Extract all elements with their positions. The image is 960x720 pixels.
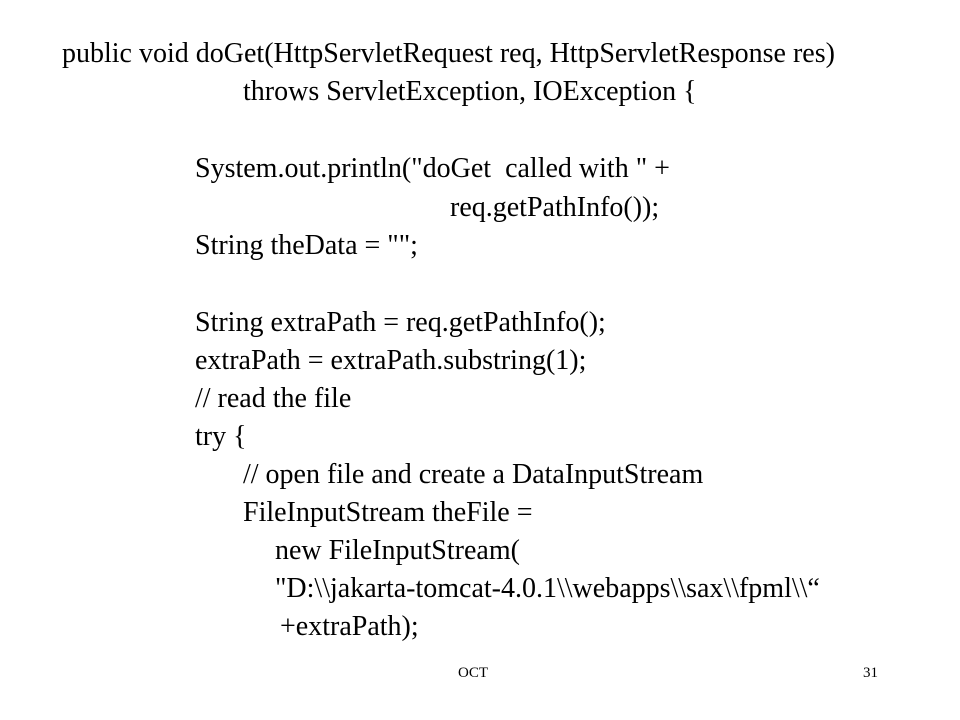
code-line: new FileInputStream(: [275, 535, 520, 566]
code-line: FileInputStream theFile =: [243, 497, 533, 528]
code-line: try {: [195, 421, 247, 452]
code-line: String extraPath = req.getPathInfo();: [195, 307, 606, 338]
code-line: System.out.println("doGet called with " …: [195, 153, 670, 184]
code-line: throws ServletException, IOException {: [243, 76, 697, 107]
slide-number: 31: [863, 665, 878, 681]
code-line: req.getPathInfo());: [450, 192, 660, 223]
footer-label: OCT: [458, 665, 488, 681]
code-line: public void doGet(HttpServletRequest req…: [62, 38, 835, 69]
code-line: "D:\\jakarta-tomcat-4.0.1\\webapps\\sax\…: [275, 573, 820, 604]
code-line: +extraPath);: [280, 611, 419, 642]
code-comment: // read the file: [195, 383, 352, 414]
code-comment: // open file and create a DataInputStrea…: [243, 459, 704, 490]
code-line: String theData = "";: [195, 230, 418, 261]
code-line: extraPath = extraPath.substring(1);: [195, 345, 587, 376]
